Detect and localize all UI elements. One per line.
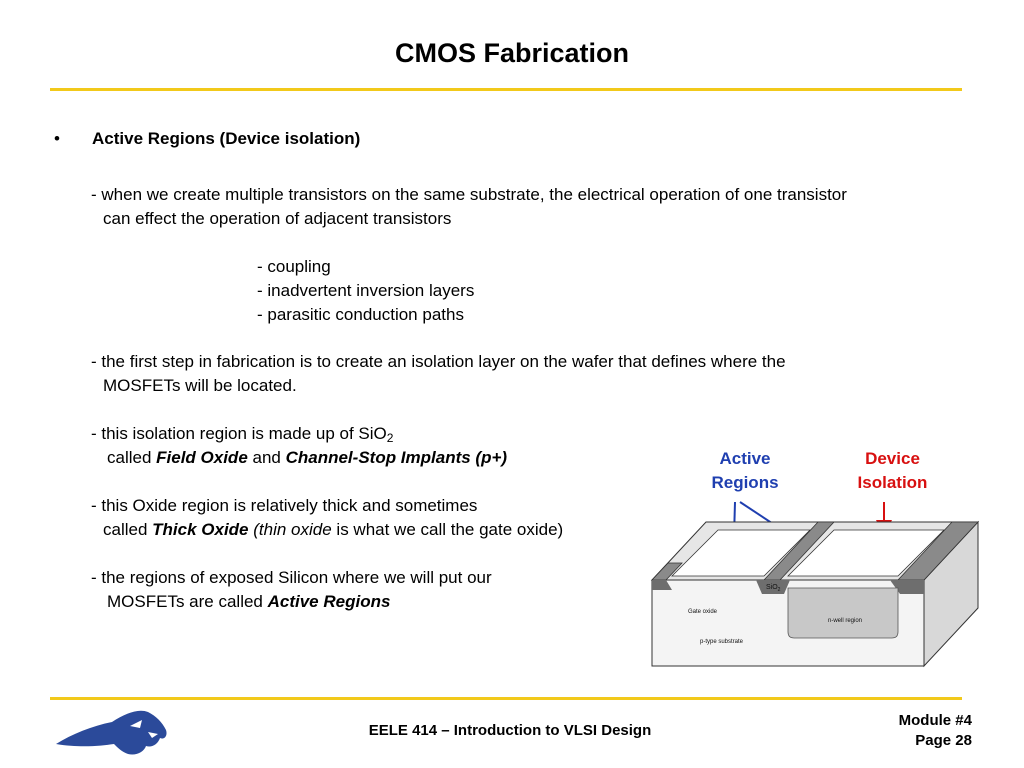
paragraph-3-line-1: - this isolation region is made up of Si… [91, 424, 394, 445]
paragraph-4-line-1: - this Oxide region is relatively thick … [91, 496, 478, 515]
substrate-label: p-type substrate [700, 639, 744, 645]
cmos-cross-section-diagram: SiO2 Gate oxide n-well region p-type sub… [650, 520, 980, 668]
p3-called: called [107, 448, 157, 467]
paragraph-3-text: - this isolation region is made up of Si… [91, 424, 387, 443]
paragraph-5-line-2: MOSFETs are called Active Regions [91, 590, 492, 614]
paragraph-4-line-2: called Thick Oxide (thin oxide is what w… [91, 518, 563, 542]
module-number: Module #4 [898, 712, 972, 729]
paragraph-2-line-1: - the first step in fabrication is to cr… [91, 352, 786, 371]
paragraph-1-line-1: - when we create multiple transistors on… [91, 185, 847, 204]
paragraph-2: - the first step in fabrication is to cr… [91, 350, 786, 398]
active-regions-label: Active Regions [690, 447, 800, 495]
n-well-label: n-well region [828, 618, 862, 624]
sub-item-coupling: - coupling [257, 257, 331, 276]
top-divider [50, 88, 962, 91]
paragraph-2-line-2: MOSFETs will be located. [103, 376, 297, 395]
paragraph-5: - the regions of exposed Silicon where w… [91, 566, 492, 614]
page-number: Page 28 [915, 732, 972, 749]
device-label-line-1: Device [865, 449, 920, 468]
paragraph-1-line-2: can effect the operation of adjacent tra… [103, 209, 452, 228]
paragraph-5-line-1: - the regions of exposed Silicon where w… [91, 568, 492, 587]
p5-text: MOSFETs are called [107, 592, 268, 611]
paragraph-3-line-2: called Field Oxide and Channel-Stop Impl… [91, 446, 507, 470]
front-oxide-middle [756, 580, 790, 594]
active-regions-term: Active Regions [267, 592, 391, 611]
sub-item-inversion: - inadvertent inversion layers [257, 281, 475, 300]
bullet-heading: Active Regions (Device isolation) [92, 129, 361, 148]
p4-rest: is what we call the gate oxide) [331, 520, 564, 539]
field-oxide-term: Field Oxide [156, 448, 248, 467]
sub-item-parasitic: - parasitic conduction paths [257, 305, 464, 324]
thin-oxide-note: (thin oxide [248, 520, 332, 539]
sio2-subscript: 2 [386, 431, 394, 445]
bottom-divider [50, 697, 962, 700]
active-label-line-1: Active [719, 449, 771, 468]
bullet-glyph: • [54, 129, 60, 148]
active-window-left [671, 529, 811, 577]
footer-module-page: Module #4 Page 28 [899, 711, 972, 751]
front-oxide-right [890, 580, 924, 594]
bobcat-logo-icon [56, 710, 167, 755]
active-label-line-2: Regions [711, 473, 779, 492]
device-label-line-2: Isolation [857, 473, 928, 492]
channel-stop-term: Channel-Stop Implants (p+) [285, 448, 508, 467]
n-well-region [787, 587, 899, 639]
footer-course: EELE 414 – Introduction to VLSI Design [368, 722, 652, 739]
paragraph-1: - when we create multiple transistors on… [91, 183, 847, 231]
active-window-right [787, 529, 945, 577]
p4-called: called [103, 520, 153, 539]
sio2-diagram-label: SiO2 [766, 584, 781, 593]
device-isolation-label: Device Isolation [835, 447, 950, 495]
paragraph-4: - this Oxide region is relatively thick … [91, 494, 563, 542]
paragraph-3: - this isolation region is made up of Si… [91, 422, 507, 470]
gate-oxide-label: Gate oxide [688, 609, 718, 615]
thick-oxide-term: Thick Oxide [152, 520, 249, 539]
p3-and: and [247, 448, 286, 467]
slide-title: CMOS Fabrication [394, 38, 630, 68]
front-oxide-left [652, 580, 672, 590]
